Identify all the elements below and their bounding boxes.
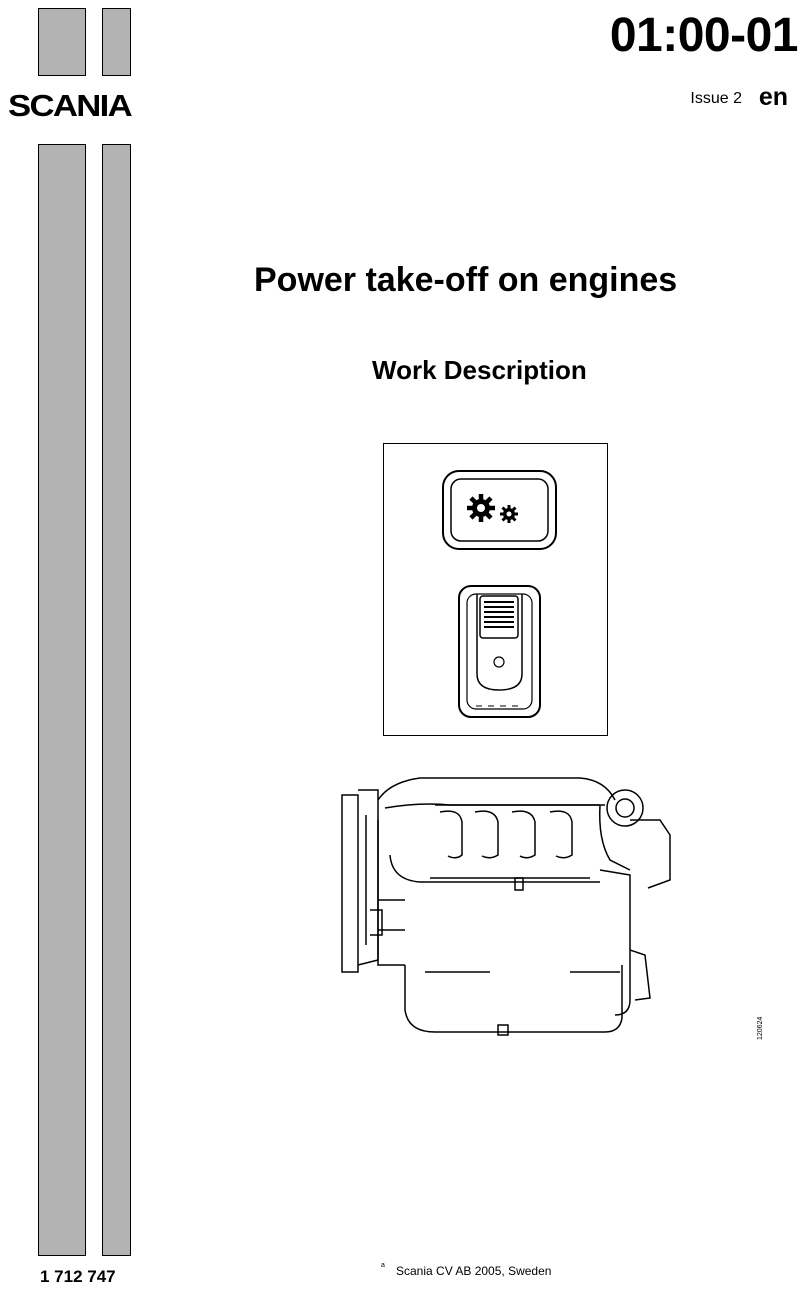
side-bar-wide-top bbox=[38, 8, 86, 76]
rocker-switch-icon bbox=[458, 585, 541, 718]
side-bar-narrow-top bbox=[102, 8, 131, 76]
side-bar-wide bbox=[38, 144, 86, 1256]
engine-outline-icon bbox=[341, 777, 671, 1036]
page-subtitle: Work Description bbox=[372, 355, 587, 385]
side-bar-narrow bbox=[102, 144, 131, 1256]
engine-illustration bbox=[330, 760, 680, 1045]
switch-panel-illustration bbox=[383, 443, 608, 736]
language-code: en bbox=[758, 83, 788, 111]
issue-label: Issue 2 bbox=[690, 90, 742, 107]
part-number: 1 712 747 bbox=[40, 1267, 116, 1286]
page-title: Power take-off on engines bbox=[254, 261, 678, 299]
scania-logo: SCANIA bbox=[8, 88, 133, 123]
copyright-mark: a bbox=[381, 1262, 385, 1269]
gear-pair-icon bbox=[442, 470, 557, 550]
switch-panel-drawing bbox=[442, 470, 557, 718]
copyright-text: Scania CV AB 2005, Sweden bbox=[396, 1264, 552, 1278]
document-number: 01:00-01 bbox=[609, 9, 799, 62]
figure-id: 120624 bbox=[757, 1016, 764, 1040]
